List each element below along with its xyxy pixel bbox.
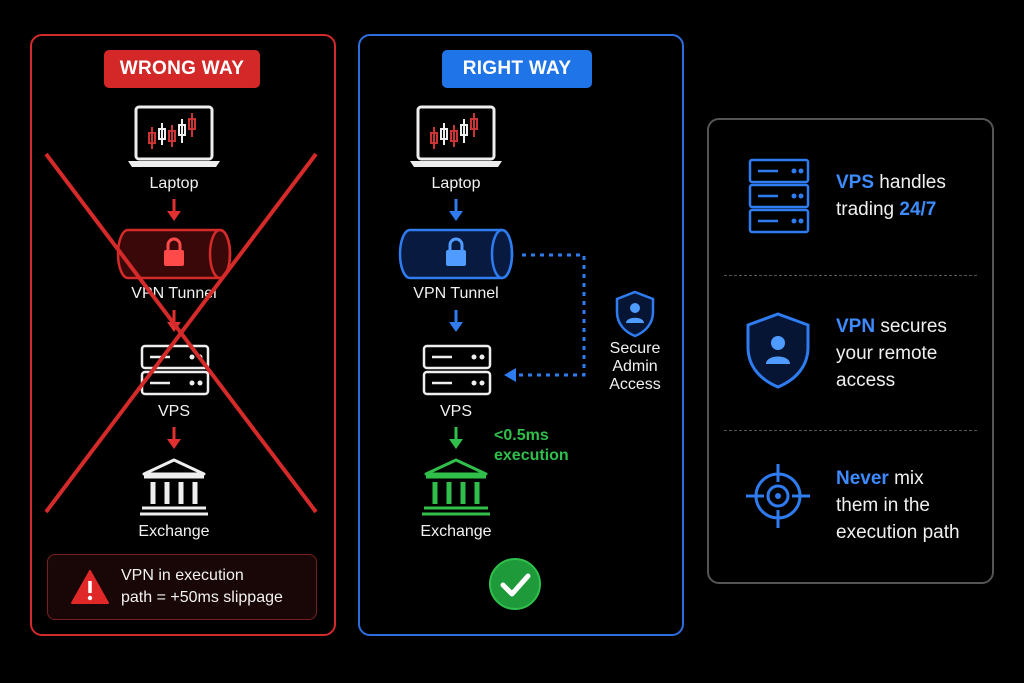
arrow-down-icon (449, 199, 463, 221)
divider (724, 430, 977, 431)
wrong-way-badge: WRONG WAY (104, 50, 260, 88)
latency-label: <0.5ms execution (494, 426, 569, 466)
info-vps-hours: 24/7 (899, 199, 937, 220)
info-never-text-3: execution path (836, 522, 960, 543)
shield-user-icon (746, 312, 810, 389)
info-panel (707, 118, 994, 584)
warning-line-2: path = +50ms slippage (121, 589, 283, 606)
shield-user-icon (615, 290, 655, 338)
right-way-panel (358, 34, 684, 636)
info-vps-highlight: VPS (836, 172, 875, 193)
arrow-down-icon (167, 199, 181, 221)
info-item-never-mix: Never mix them in the execution path (836, 465, 960, 546)
exchange-bank-icon (140, 458, 208, 516)
info-vpn-text-3: access (836, 370, 896, 391)
info-vps-text-1: handles (874, 172, 946, 193)
divider (724, 275, 977, 276)
latency-line-1: <0.5ms (494, 427, 549, 444)
warning-text: VPN in execution path = +50ms slippage (121, 565, 283, 609)
info-never-text-1: mix (888, 468, 924, 489)
warning-line-1: VPN in execution (121, 567, 244, 584)
laptop-icon (410, 105, 502, 167)
info-never-text-2: them in the (836, 495, 930, 516)
info-vpn-text-1: secures (875, 316, 947, 337)
crosshair-icon (746, 464, 810, 528)
cross-out-icon (44, 152, 318, 514)
check-circle-icon (489, 558, 541, 610)
info-item-vps: VPS handles trading 24/7 (836, 169, 946, 223)
server-icon (422, 344, 492, 396)
exchange-bank-icon (422, 458, 490, 516)
info-vpn-text-2: your remote (836, 343, 938, 364)
info-vps-text-2: trading (836, 199, 900, 220)
arrow-down-icon (167, 427, 181, 449)
server-icon (748, 158, 810, 234)
info-vpn-highlight: VPN (836, 316, 876, 337)
info-item-vpn: VPN secures your remote access (836, 313, 947, 394)
arrow-down-icon (449, 427, 463, 449)
laptop-icon (128, 105, 220, 167)
latency-line-2: execution (494, 447, 569, 464)
right-exchange-label: Exchange (420, 523, 492, 540)
right-vps-label: VPS (439, 403, 472, 420)
wrong-vps-label: VPS (157, 403, 190, 420)
wrong-laptop-label: Laptop (149, 175, 199, 192)
warning-icon (71, 570, 109, 604)
vpn-tunnel-icon (398, 228, 514, 280)
admin-line-1: Secure (609, 340, 661, 357)
info-never-highlight: Never (836, 468, 889, 489)
wrong-exchange-label: Exchange (138, 523, 210, 540)
right-laptop-label: Laptop (431, 175, 481, 192)
wrong-way-panel (30, 34, 336, 636)
admin-line-2: Admin (612, 358, 658, 375)
dashed-admin-path (504, 253, 586, 382)
secure-admin-access-label: Secure Admin Access (594, 340, 676, 394)
right-vpn-label: VPN Tunnel (413, 285, 499, 302)
admin-line-3: Access (609, 376, 661, 393)
right-way-badge: RIGHT WAY (442, 50, 592, 88)
arrow-down-icon (449, 310, 463, 332)
